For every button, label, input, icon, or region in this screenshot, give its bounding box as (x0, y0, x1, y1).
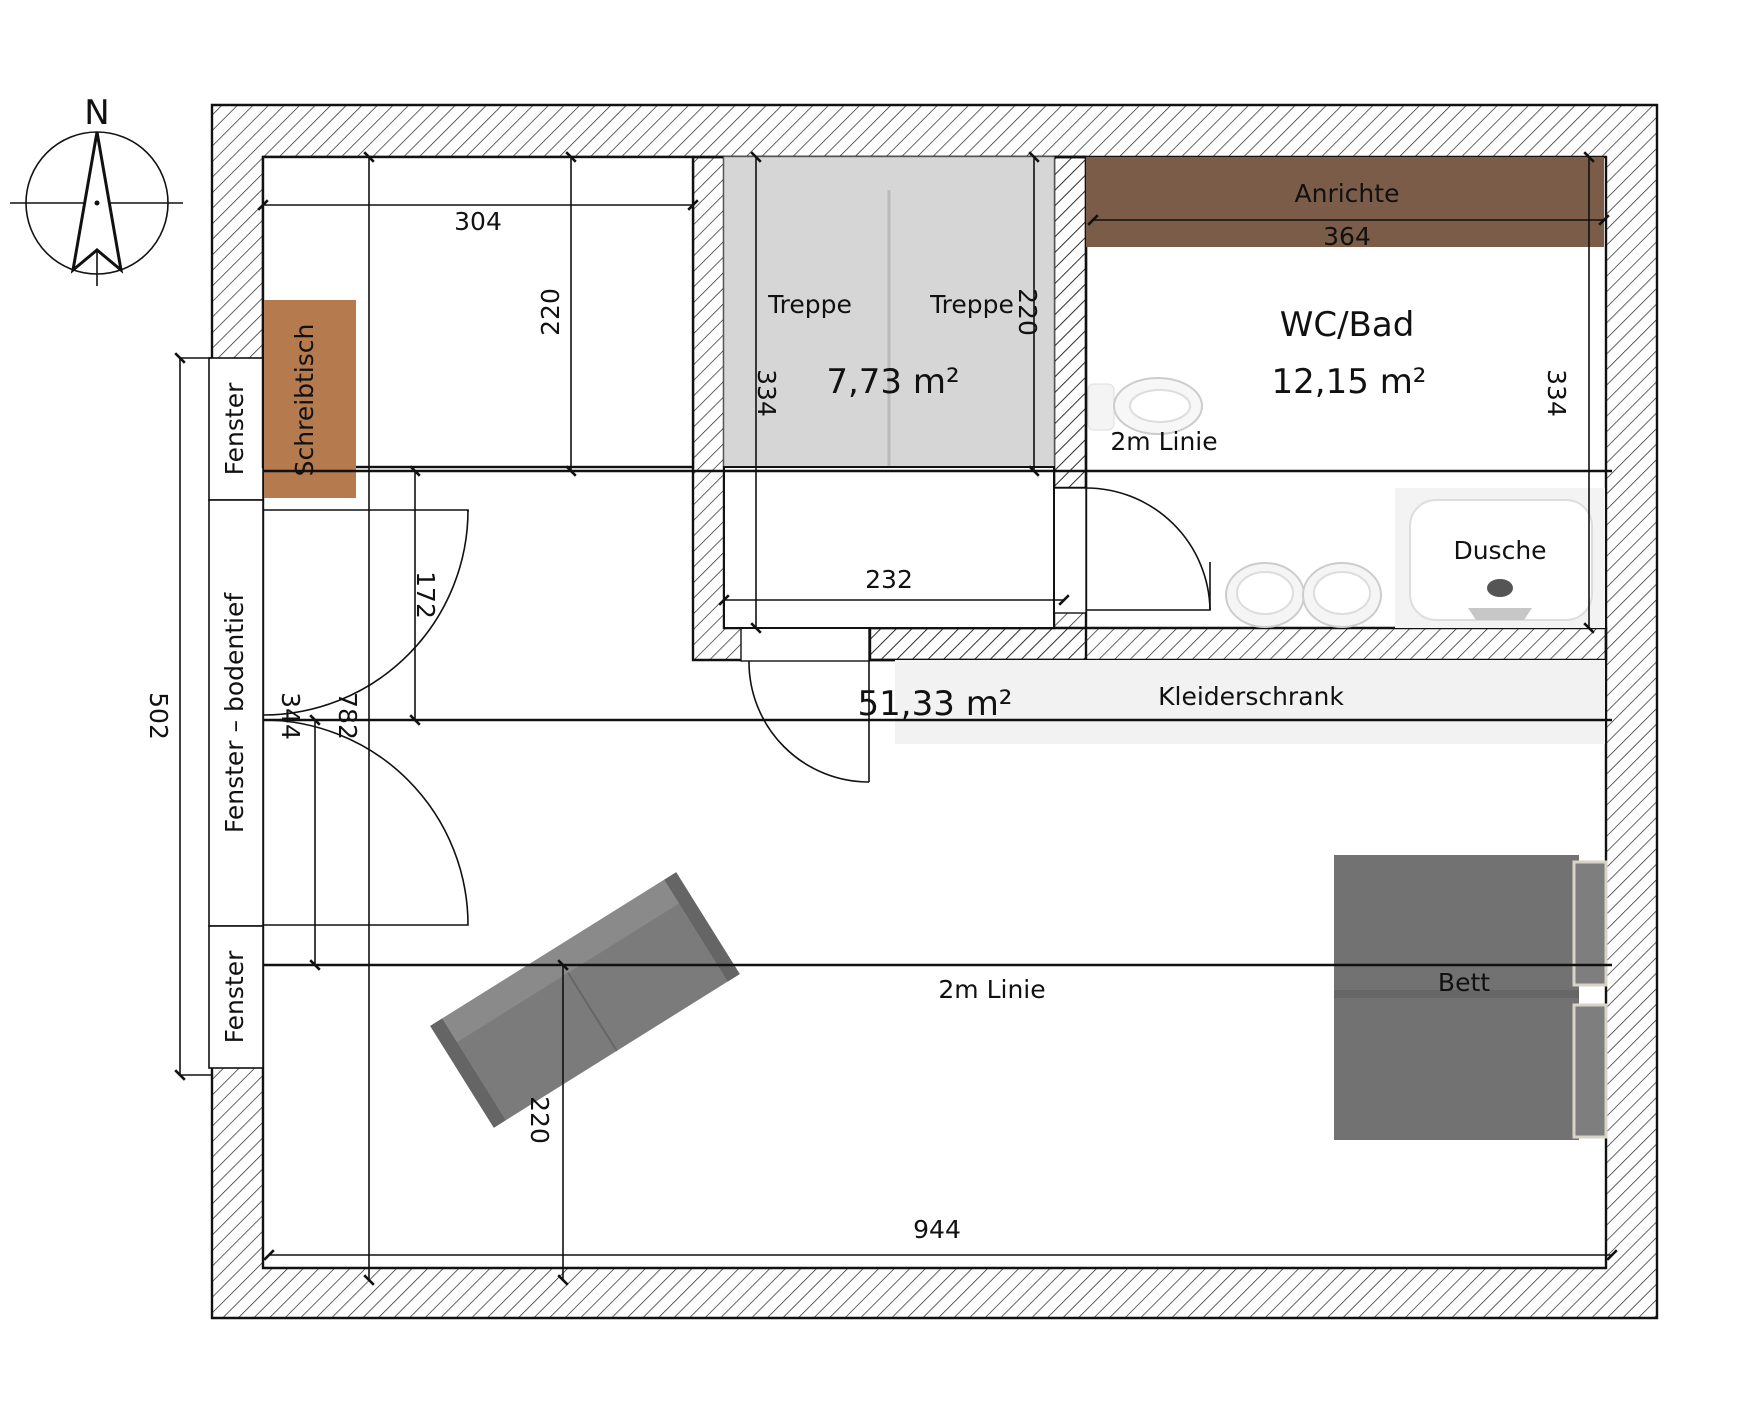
bath-bottom-wall (868, 626, 1608, 662)
bath-wall (1052, 155, 1088, 490)
anrichte-label: Anrichte (1295, 179, 1400, 208)
fenster-top-label: Fenster (220, 382, 249, 475)
schreibtisch[interactable] (264, 300, 356, 498)
toilet[interactable] (1087, 377, 1203, 435)
dimension-labels: 304 220 364 334 220 334 232 172 344 782 … (144, 207, 1571, 1244)
north-label: N (84, 93, 109, 133)
kleiderschrank[interactable] (895, 660, 1605, 744)
dim-172: 172 (411, 571, 440, 619)
dim-334-stair: 334 (752, 369, 781, 417)
bath-area: 12,15 m² (1272, 362, 1427, 402)
linie-main-label: 2m Linie (938, 975, 1045, 1004)
walls (208, 103, 1659, 1320)
kleiderschrank-label: Kleiderschrank (1158, 682, 1344, 711)
sinks[interactable] (1225, 562, 1382, 628)
dim-220-stair: 220 (1013, 288, 1042, 336)
compass: N (10, 93, 183, 286)
dim-220-top: 220 (536, 288, 565, 336)
treppe-left-label: Treppe (767, 290, 852, 319)
dusche-label: Dusche (1453, 536, 1546, 565)
dim-502: 502 (144, 692, 173, 740)
dim-232: 232 (865, 565, 913, 594)
fenster-mid-label: Fenster – bodentief (220, 592, 249, 834)
anrichte[interactable] (1086, 157, 1604, 247)
wc-bad-label: WC/Bad (1280, 305, 1415, 345)
window-floor[interactable] (208, 499, 264, 927)
main-area: 51,33 m² (858, 684, 1013, 724)
shower[interactable] (1395, 488, 1605, 628)
schreibtisch-label: Schreibtisch (290, 324, 319, 477)
dim-220-sofa: 220 (525, 1096, 554, 1144)
bett-label: Bett (1438, 968, 1490, 997)
linie-bath-label: 2m Linie (1110, 427, 1217, 456)
dim-344: 344 (276, 692, 305, 740)
dimension-lines (174, 151, 1618, 1286)
window-bottom[interactable] (208, 925, 264, 1069)
stair-door-opening (740, 627, 870, 662)
stair-area: 7,73 m² (826, 362, 959, 402)
bath-door-opening (1053, 487, 1087, 614)
treppe-right-label: Treppe (929, 290, 1014, 319)
dim-334-bath: 334 (1542, 369, 1571, 417)
sofa[interactable] (430, 872, 740, 1128)
labels: Treppe Treppe 7,73 m² WC/Bad 12,15 m² An… (220, 179, 1547, 1043)
fenster-bottom-label: Fenster (220, 950, 249, 1043)
dim-782: 782 (333, 692, 362, 740)
height-lines (263, 469, 1612, 967)
dim-304: 304 (454, 207, 502, 236)
dim-944: 944 (913, 1215, 961, 1244)
bed[interactable] (1334, 855, 1608, 1140)
stairs[interactable] (723, 156, 1055, 629)
dim-364: 364 (1323, 222, 1371, 251)
